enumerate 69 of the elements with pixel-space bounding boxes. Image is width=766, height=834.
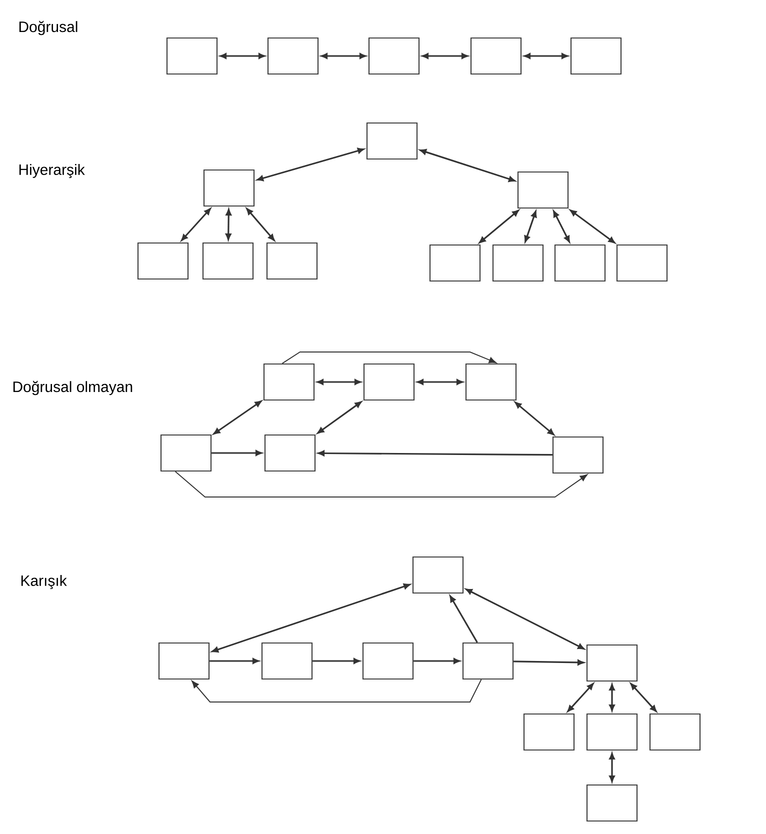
arrow (210, 658, 260, 664)
empty-box (523, 713, 575, 751)
arrow (570, 210, 616, 244)
arrow (479, 210, 519, 244)
empty-box (366, 122, 418, 160)
arrow (318, 450, 552, 456)
empty-box (264, 434, 316, 472)
empty-box (166, 37, 218, 75)
empty-box (616, 244, 668, 282)
empty-box (160, 434, 212, 472)
empty-box (362, 642, 414, 680)
arrow (320, 53, 366, 59)
arrow (524, 53, 568, 59)
section-label: Doğrusal (19, 20, 78, 36)
arrow (524, 210, 537, 242)
empty-box (261, 642, 313, 680)
arrow (212, 450, 262, 456)
empty-box (462, 642, 514, 680)
empty-box (368, 37, 420, 75)
arrow (630, 683, 657, 712)
arrow (174, 471, 588, 498)
arrow (553, 210, 570, 242)
empty-box (517, 171, 569, 209)
arrow (181, 208, 211, 241)
empty-box (203, 169, 255, 207)
arrow (514, 660, 584, 666)
empty-box (202, 242, 254, 280)
arrow (466, 588, 584, 650)
empty-box (586, 644, 638, 682)
arrow (609, 684, 615, 712)
empty-box (649, 713, 701, 751)
empty-box (570, 37, 622, 75)
empty-box (552, 436, 604, 474)
section-label: Hiyerarşik (19, 164, 85, 178)
arrow (414, 658, 460, 664)
empty-box (158, 642, 210, 680)
empty-box (465, 363, 517, 401)
arrow (420, 149, 516, 182)
arrow (567, 683, 594, 712)
arrow (422, 53, 468, 59)
empty-box (266, 242, 318, 280)
arrow (220, 53, 266, 59)
section-label: Doğrusal olmayan (13, 380, 132, 396)
arrow (225, 208, 232, 240)
arrow (450, 596, 478, 643)
arrow (213, 400, 262, 434)
arrow (317, 401, 362, 434)
empty-box (137, 242, 189, 280)
empty-box (554, 244, 606, 282)
arrow (416, 379, 464, 385)
empty-box (470, 37, 522, 75)
arrow (282, 352, 496, 364)
empty-box (263, 363, 315, 401)
empty-box (586, 713, 638, 751)
empty-box (586, 784, 638, 822)
section-label: Karışık (21, 574, 67, 590)
empty-box (267, 37, 319, 75)
arrow (212, 584, 410, 652)
arrow (316, 379, 362, 385)
empty-box (363, 363, 415, 401)
empty-box (412, 556, 464, 594)
empty-box (492, 244, 544, 282)
arrow (609, 752, 615, 782)
arrow (514, 402, 554, 436)
empty-box (429, 244, 481, 282)
arrow (256, 148, 364, 182)
arrow (312, 658, 360, 664)
arrow (246, 208, 275, 241)
arrow (192, 679, 482, 702)
